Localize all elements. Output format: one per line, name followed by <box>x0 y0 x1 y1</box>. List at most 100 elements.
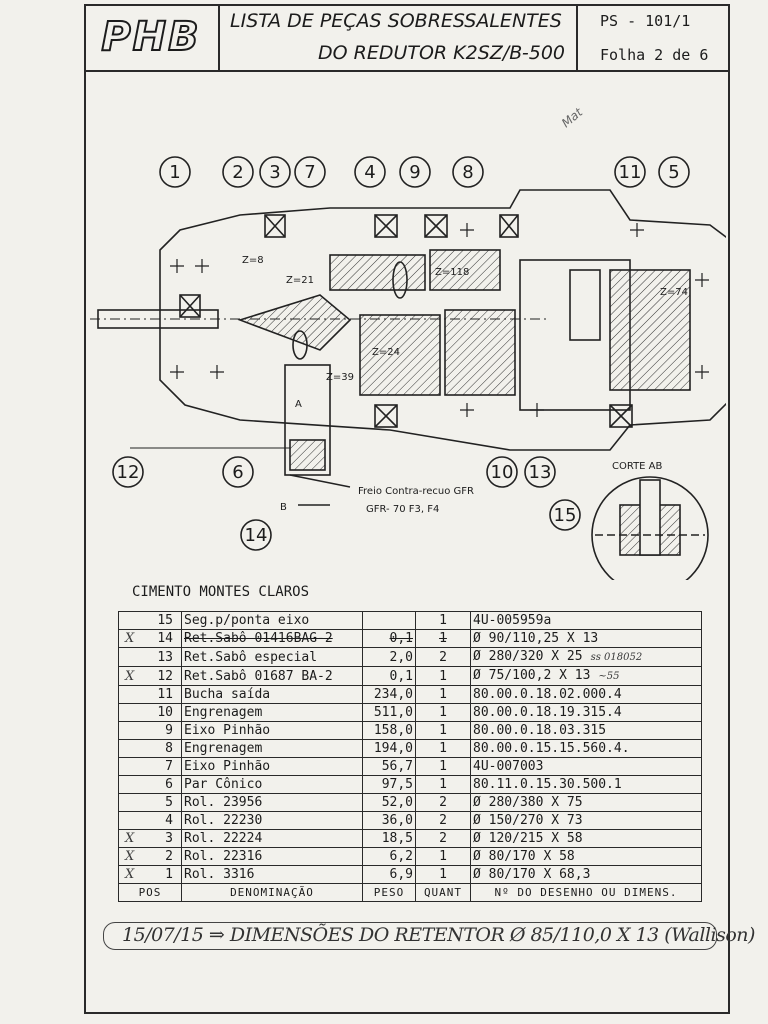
doc-title-line1: LISTA DE PEÇAS SOBRESSALENTES <box>230 10 562 32</box>
part-quantity-text: 1 <box>439 777 447 792</box>
part-quantity-text: 1 <box>439 687 447 702</box>
part-weight: 6,9 <box>362 865 416 884</box>
part-quantity-text: 1 <box>439 741 447 756</box>
part-weight: 158,0 <box>362 721 416 740</box>
callout-11: 11 <box>614 156 646 188</box>
part-drawing-number-text: 80.00.0.18.03.315 <box>473 723 607 738</box>
part-quantity: 2 <box>415 793 471 812</box>
footnote-box <box>103 922 717 950</box>
part-quantity: 1 <box>415 685 471 704</box>
part-pos-text: 4 <box>165 813 173 828</box>
gear-z24 <box>359 314 441 396</box>
part-pos: X 12 <box>118 666 182 686</box>
part-drawing-number-text: Ø 80/170 X 68,3 <box>473 867 591 882</box>
part-weight-text: 0,1 <box>389 668 413 684</box>
part-quantity-text: 1 <box>439 759 447 774</box>
callout-13: 13 <box>524 456 556 488</box>
part-quantity: 1 <box>415 775 471 794</box>
col-denomination: DENOMINAÇÃO <box>181 883 363 902</box>
part-pos-text: 8 <box>165 741 173 756</box>
part-denomination-text: Bucha saída <box>184 687 271 702</box>
part-drawing-number: Ø 80/170 X 58 <box>470 847 702 866</box>
callout-12: 12 <box>112 456 144 488</box>
section-label: CORTE AB <box>612 461 663 472</box>
part-quantity: 2 <box>415 829 471 848</box>
brake-note: Freio Contra-recuo GFR <box>358 486 474 497</box>
callout-9: 9 <box>399 156 431 188</box>
part-drawing-number: Ø 150/270 X 73 <box>470 811 702 830</box>
part-denomination-text: Engrenagem <box>184 741 263 756</box>
part-quantity: 1 <box>415 666 471 686</box>
part-drawing-number-text: Ø 280/320 X 25 <box>473 649 583 664</box>
part-pos-text: 13 <box>157 649 173 665</box>
part-denomination-text: Ret.Sabô especial <box>184 649 318 665</box>
part-denomination: Rol. 22230 <box>181 811 363 830</box>
part-drawing-number-text: Ø 120/215 X 58 <box>473 831 583 846</box>
part-drawing-number: Ø 120/215 X 58 <box>470 829 702 848</box>
gear-z74 <box>609 269 691 391</box>
callout-label: 4 <box>364 162 375 183</box>
col-weight: PESO <box>362 883 416 902</box>
check-mark: X <box>125 831 135 846</box>
part-denomination: Rol. 23956 <box>181 793 363 812</box>
callout-1: 1 <box>159 156 191 188</box>
teeth-label-z8: Z=8 <box>242 255 264 266</box>
part-drawing-number-text: Ø 150/270 X 73 <box>473 813 583 828</box>
part-pos-text: 15 <box>157 613 173 628</box>
callout-label: 3 <box>269 162 280 183</box>
part-quantity-text: 2 <box>439 813 447 828</box>
margin-note: Mat <box>559 104 586 130</box>
check-mark: X <box>125 867 135 882</box>
marker-a: A <box>295 399 302 410</box>
logo-cell: PHB <box>84 4 220 70</box>
part-pos-text: 3 <box>165 831 173 846</box>
sheet-number: Folha 2 de 6 <box>600 46 709 64</box>
callout-label: 6 <box>232 462 243 483</box>
part-denomination-text: Rol. 3316 <box>184 867 255 882</box>
part-pos: 4 <box>118 811 182 830</box>
part-weight-text: 194,0 <box>373 741 413 756</box>
callout-label: 12 <box>117 462 140 483</box>
teeth-label-z21: Z=21 <box>286 275 314 286</box>
doc-code: PS - 101/1 <box>600 12 691 30</box>
check-mark: X <box>125 668 135 684</box>
part-quantity-text: 1 <box>439 723 447 738</box>
gear-z118 <box>329 254 426 291</box>
part-drawing-number-text: 80.00.0.15.15.560.4. <box>473 741 630 756</box>
part-denomination: Bucha saída <box>181 685 363 704</box>
part-drawing-number: 80.00.0.15.15.560.4. <box>470 739 702 758</box>
part-pos-text: 5 <box>165 795 173 810</box>
part-denomination: Rol. 3316 <box>181 865 363 884</box>
part-drawing-number-text: 80.11.0.15.30.500.1 <box>473 777 622 792</box>
part-weight <box>362 611 416 630</box>
part-quantity-text: 2 <box>439 795 447 810</box>
part-denomination: Rol. 22224 <box>181 829 363 848</box>
teeth-label-z39: Z=39 <box>326 372 354 383</box>
part-pos-text: 11 <box>157 687 173 702</box>
table-row: 9 Eixo Pinhão 158,0 1 80.00.0.18.03.315 <box>118 721 702 740</box>
part-denomination-text: Rol. 22316 <box>184 849 263 864</box>
part-denomination: Eixo Pinhão <box>181 721 363 740</box>
part-weight: 97,5 <box>362 775 416 794</box>
callout-label: 10 <box>491 462 514 483</box>
callout-label: 1 <box>169 162 180 183</box>
part-denomination-text: Eixo Pinhão <box>184 723 271 738</box>
part-drawing-number-text: 4U-007003 <box>473 759 544 774</box>
sheet-frame <box>84 4 730 1014</box>
part-drawing-number: Ø 90/110,25 X 13 <box>470 629 702 648</box>
part-drawing-number: Ø 280/380 X 75 <box>470 793 702 812</box>
part-quantity: 2 <box>415 647 471 667</box>
teeth-label-z74: Z=74 <box>660 287 688 298</box>
handwritten-note: ~55 <box>598 671 620 682</box>
part-weight: 52,0 <box>362 793 416 812</box>
part-pos-text: 12 <box>157 668 173 684</box>
part-pos-text: 9 <box>165 723 173 738</box>
customer-name: CIMENTO MONTES CLAROS <box>132 584 310 600</box>
